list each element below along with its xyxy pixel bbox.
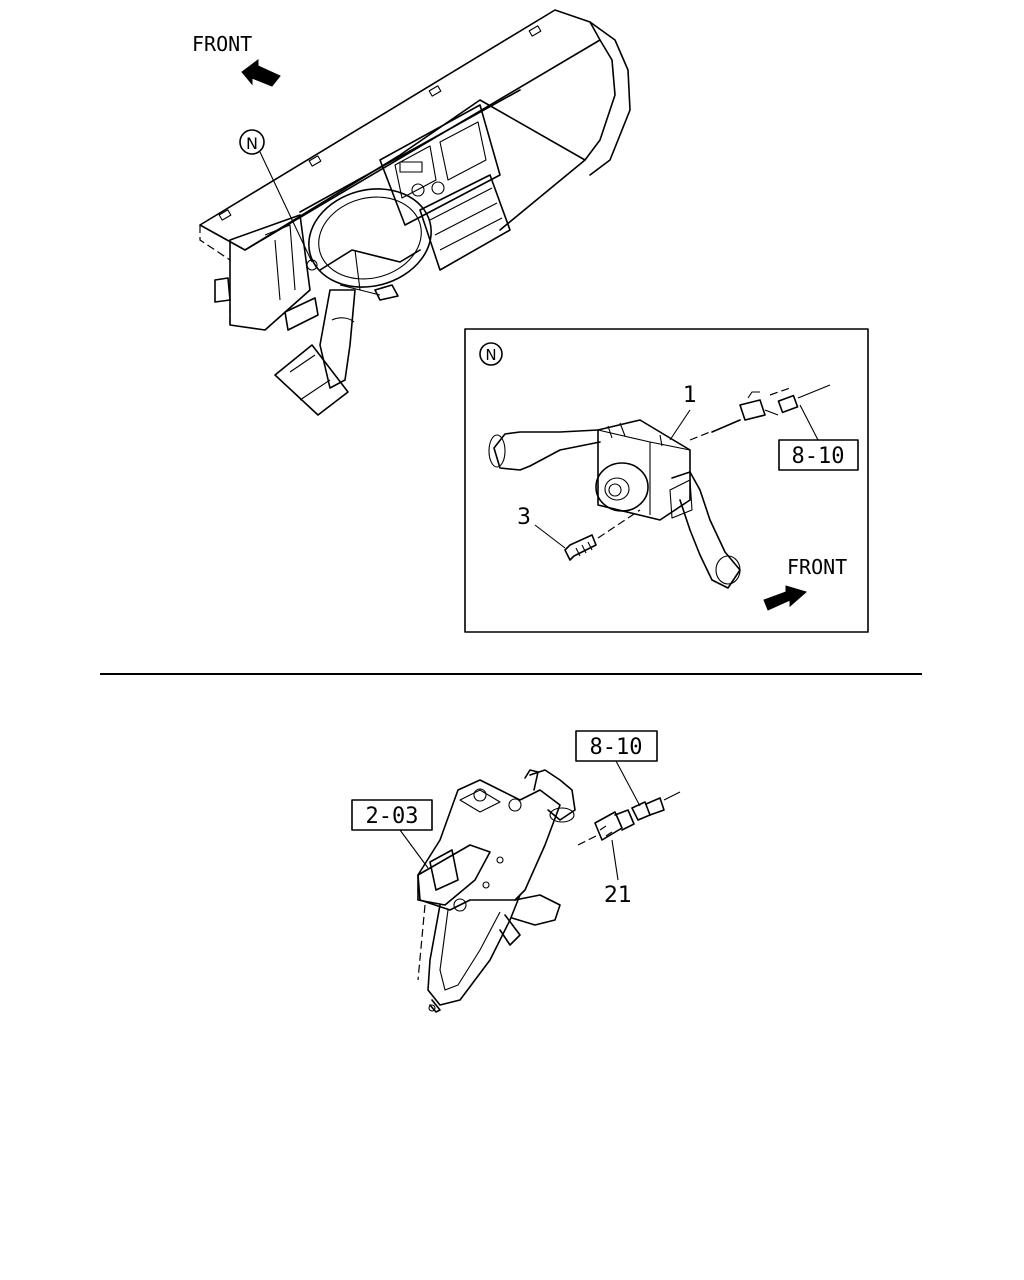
ref-8-10-lower-label: 8-10 xyxy=(590,735,643,760)
front-label-inset: FRONT xyxy=(787,555,847,579)
ref-box-2-03 xyxy=(351,799,433,831)
inset-frame xyxy=(464,328,869,633)
ref-box-8-10-inset xyxy=(778,439,859,471)
callout-n-inset xyxy=(479,342,503,366)
dashboard-illustration: FRONT xyxy=(192,9,631,416)
part-21-label: 21 xyxy=(604,883,632,908)
front-arrow-top-icon xyxy=(241,59,281,87)
part-1-label: 1 xyxy=(683,383,697,408)
front-label-top: FRONT xyxy=(192,32,252,56)
part-3-label: 3 xyxy=(517,505,531,530)
pedal-bracket-illustration: 8-10 2-03 xyxy=(351,730,681,1013)
inset-detail-n: N 1 8-10 3 xyxy=(464,328,869,633)
callout-n-main-label: N xyxy=(246,134,258,153)
front-arrow-inset-icon xyxy=(763,585,808,611)
callout-n-inset-label: N xyxy=(485,346,496,364)
ref-2-03-label: 2-03 xyxy=(366,804,419,829)
ref-8-10-inset-label: 8-10 xyxy=(792,444,845,469)
callout-n-main xyxy=(239,129,265,155)
